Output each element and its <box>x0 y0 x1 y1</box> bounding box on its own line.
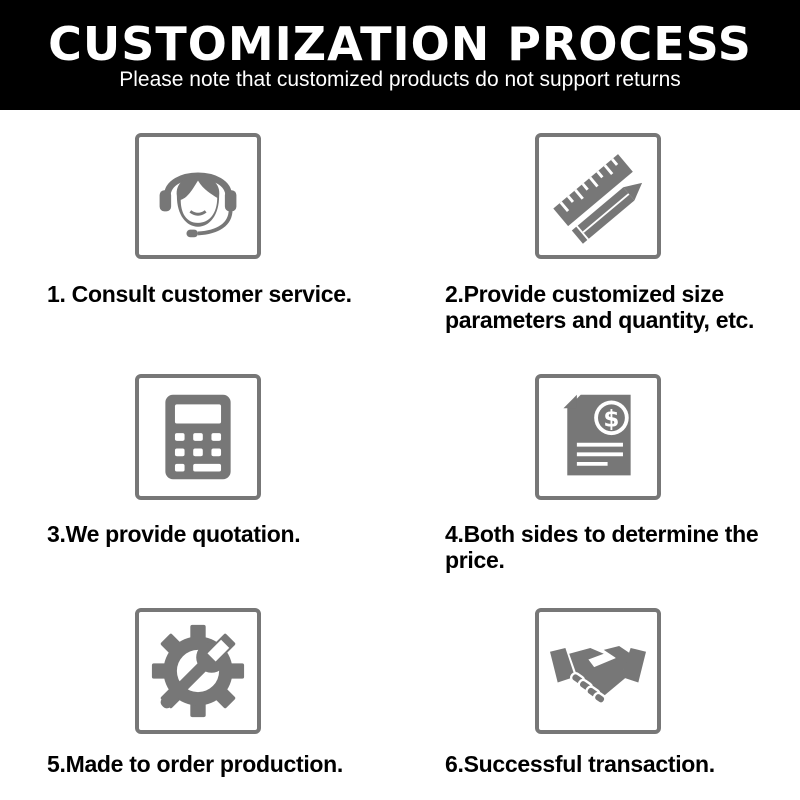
step-1-icon-box <box>135 133 261 259</box>
handshake-icon <box>550 646 646 705</box>
step-4-label: 4.Both sides to determine the price. <box>445 521 759 573</box>
step-6-icon-box <box>535 608 661 734</box>
step-3-label: 3.We provide quotation. <box>47 521 301 547</box>
calculator-icon <box>165 394 231 480</box>
step-2-icon-box <box>535 133 661 259</box>
page-subtitle: Please note that customized products do … <box>119 68 681 91</box>
step-3-icon-box <box>135 374 261 500</box>
svg-text:$: $ <box>603 406 619 432</box>
page-title: CUSTOMIZATION PROCESS <box>48 17 752 71</box>
step-5-icon-box <box>135 608 261 734</box>
step-6-label: 6.Successful transaction. <box>445 751 715 777</box>
step-4-icon-box: $ <box>535 374 661 500</box>
customer-service-headset-icon <box>159 172 237 238</box>
step-2-label: 2.Provide customized size parameters and… <box>445 281 755 333</box>
step-1-label: 1. Consult customer service. <box>47 281 352 307</box>
header-banner: CUSTOMIZATION PROCESS Please note that c… <box>0 0 800 110</box>
ruler-pencil-icon <box>553 154 643 244</box>
gear-wrench-icon <box>151 624 245 718</box>
step-5-label: 5.Made to order production. <box>47 751 344 777</box>
invoice-dollar-icon: $ <box>563 394 631 476</box>
